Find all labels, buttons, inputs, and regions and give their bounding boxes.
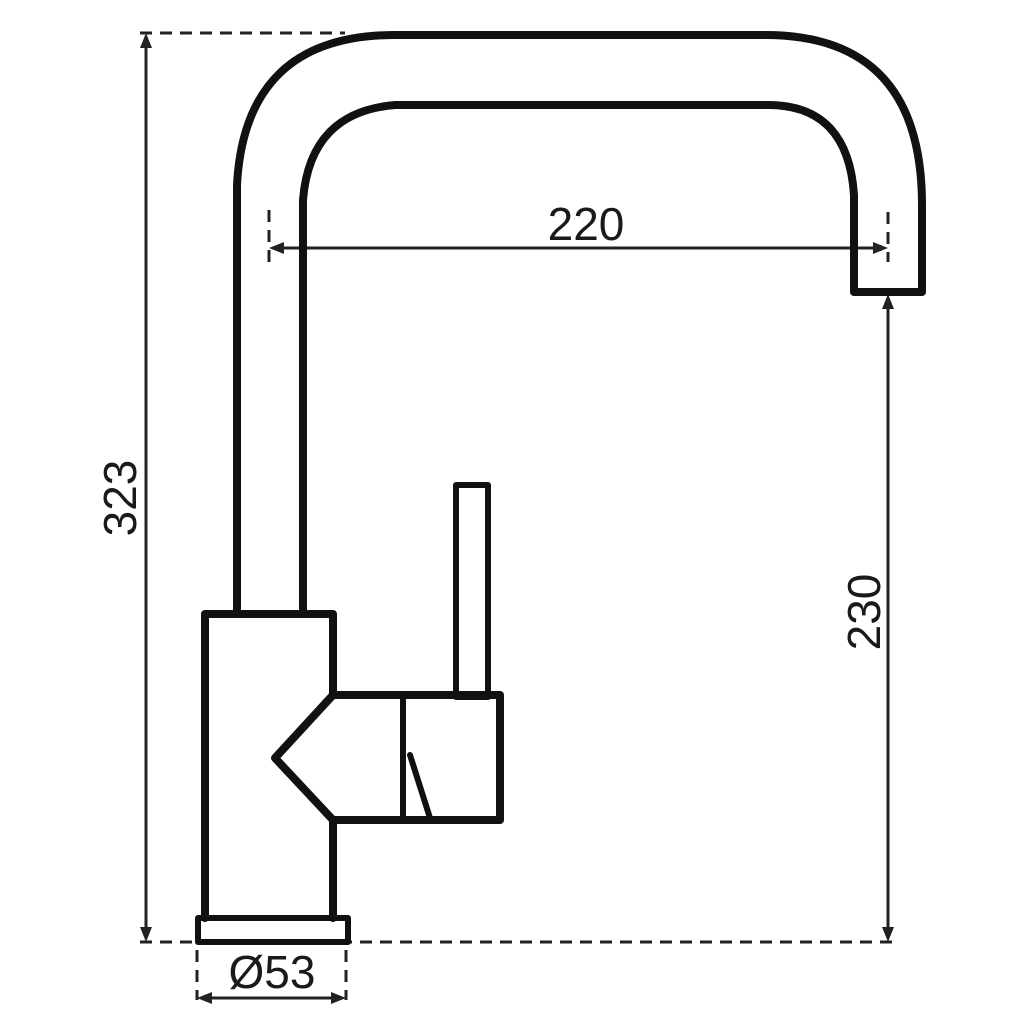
base-diameter-arrow-right xyxy=(331,992,346,1004)
total-height-arrow-bottom xyxy=(140,927,152,942)
base-diameter-arrow-left xyxy=(197,992,212,1004)
lever-housing-detail xyxy=(407,752,433,821)
reach-arrow-right xyxy=(873,242,888,254)
spout-outer-outline xyxy=(233,31,926,614)
reach-arrow-left xyxy=(269,242,284,254)
reach-label: 220 xyxy=(548,198,625,250)
spout-height-arrow-top xyxy=(882,294,894,309)
base-diameter-label: Ø53 xyxy=(229,946,316,998)
lever-housing-outline xyxy=(271,691,504,824)
spout-height-label: 230 xyxy=(838,574,890,651)
total-height-label: 323 xyxy=(94,460,146,537)
spout-height-arrow-bottom xyxy=(882,927,894,942)
lever-handle xyxy=(453,482,491,700)
faucet-body-outline xyxy=(201,610,337,922)
total-height-arrow-top xyxy=(140,33,152,48)
base-plate xyxy=(195,915,351,945)
